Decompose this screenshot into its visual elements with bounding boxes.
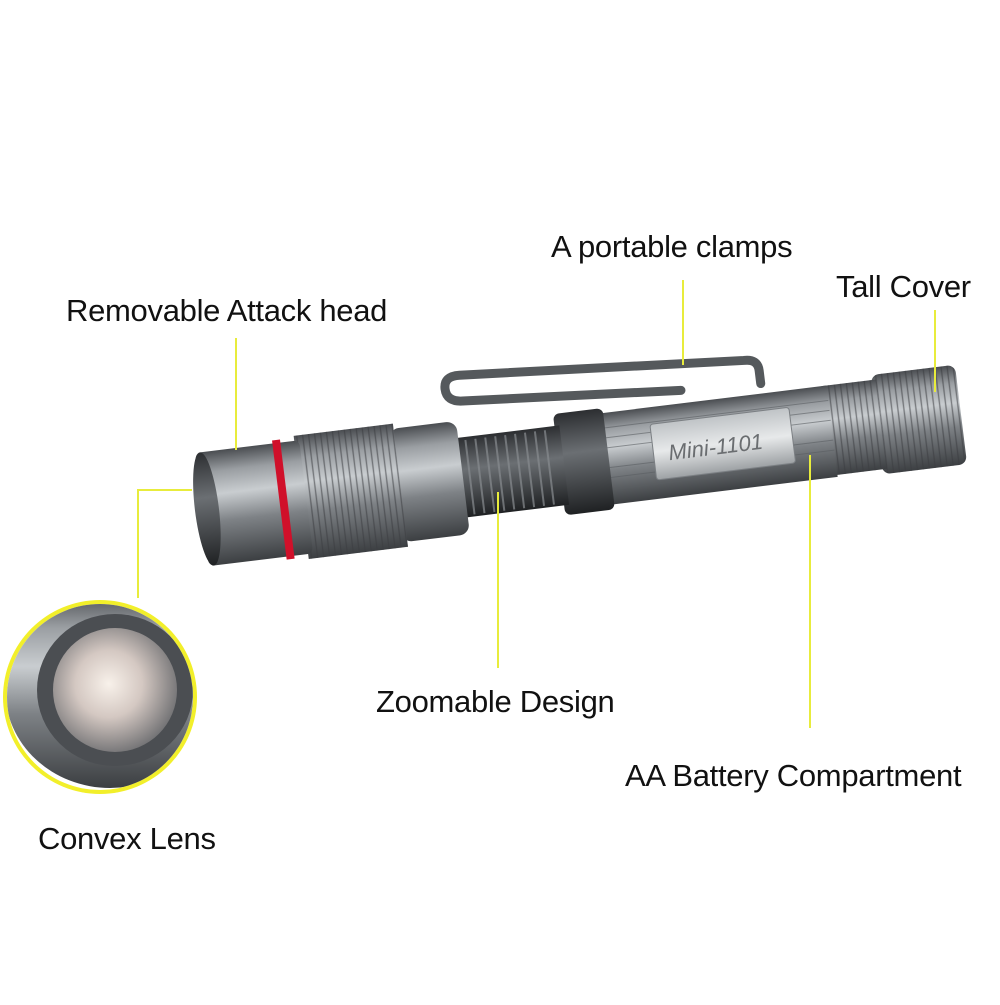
label-battery-compartment: AA Battery Compartment — [625, 758, 962, 793]
convex-lens-inset — [3, 600, 197, 794]
red-accent-ring — [272, 439, 295, 560]
leader-lines — [137, 280, 936, 728]
label-removable-attack-head: Removable Attack head — [66, 293, 388, 328]
flashlight-body: Mini-1101 — [193, 355, 967, 566]
label-tall-cover: Tall Cover — [836, 269, 971, 304]
label-convex-lens: Convex Lens — [38, 821, 216, 856]
pocket-clip — [440, 355, 766, 406]
leader-convex-lens — [137, 489, 192, 598]
label-portable-clamps: A portable clamps — [551, 229, 793, 264]
model-plate — [649, 407, 796, 481]
label-zoomable-design: Zoomable Design — [376, 684, 615, 719]
